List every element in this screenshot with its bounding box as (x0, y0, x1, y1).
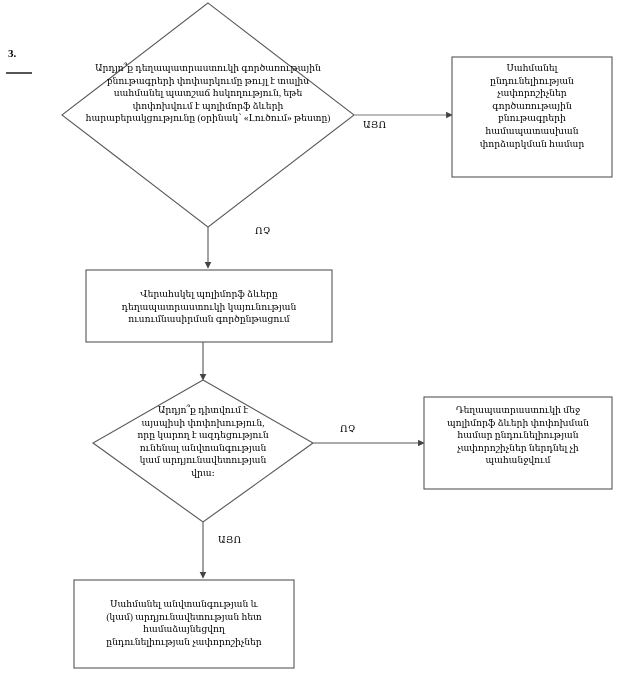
process-right-2-shape (423, 396, 613, 490)
edge-yes-2-label: ԱՅՈ (218, 536, 242, 546)
process-right-1-shape (451, 56, 613, 178)
process-right-2-label: Դեղապատրաստուկի մեջ պոլիմորֆ ձևերի փոփոխ… (446, 405, 590, 466)
section-number: 3. (8, 48, 17, 60)
process-center-1-shape (85, 269, 333, 343)
edge-no-1-label: ՈՉ (255, 227, 271, 237)
decision-1-label: Արդյո՞ք դեղապատրաստուկի գործառութային բն… (85, 63, 331, 124)
section-rule (6, 72, 32, 74)
process-bottom-shape (73, 579, 295, 669)
process-center-1-label: Վերահսկել պոլիմորֆ ձևերը դեղապատրաստուկի… (121, 289, 297, 325)
decision-2-label: Արդյո՞ք դիտվում է այսպիսի փոփոխություն, … (137, 405, 269, 478)
edge-no-2-label: ՈՉ (340, 425, 356, 435)
process-bottom-label: Սահմանել անվտանգության և (կամ) արդյունավ… (106, 599, 262, 647)
process-right-1-label: Սահմանել ընդունելիության չափորոշիչներ գո… (479, 63, 585, 149)
edge-yes-1-label: ԱՅՈ (363, 121, 387, 131)
